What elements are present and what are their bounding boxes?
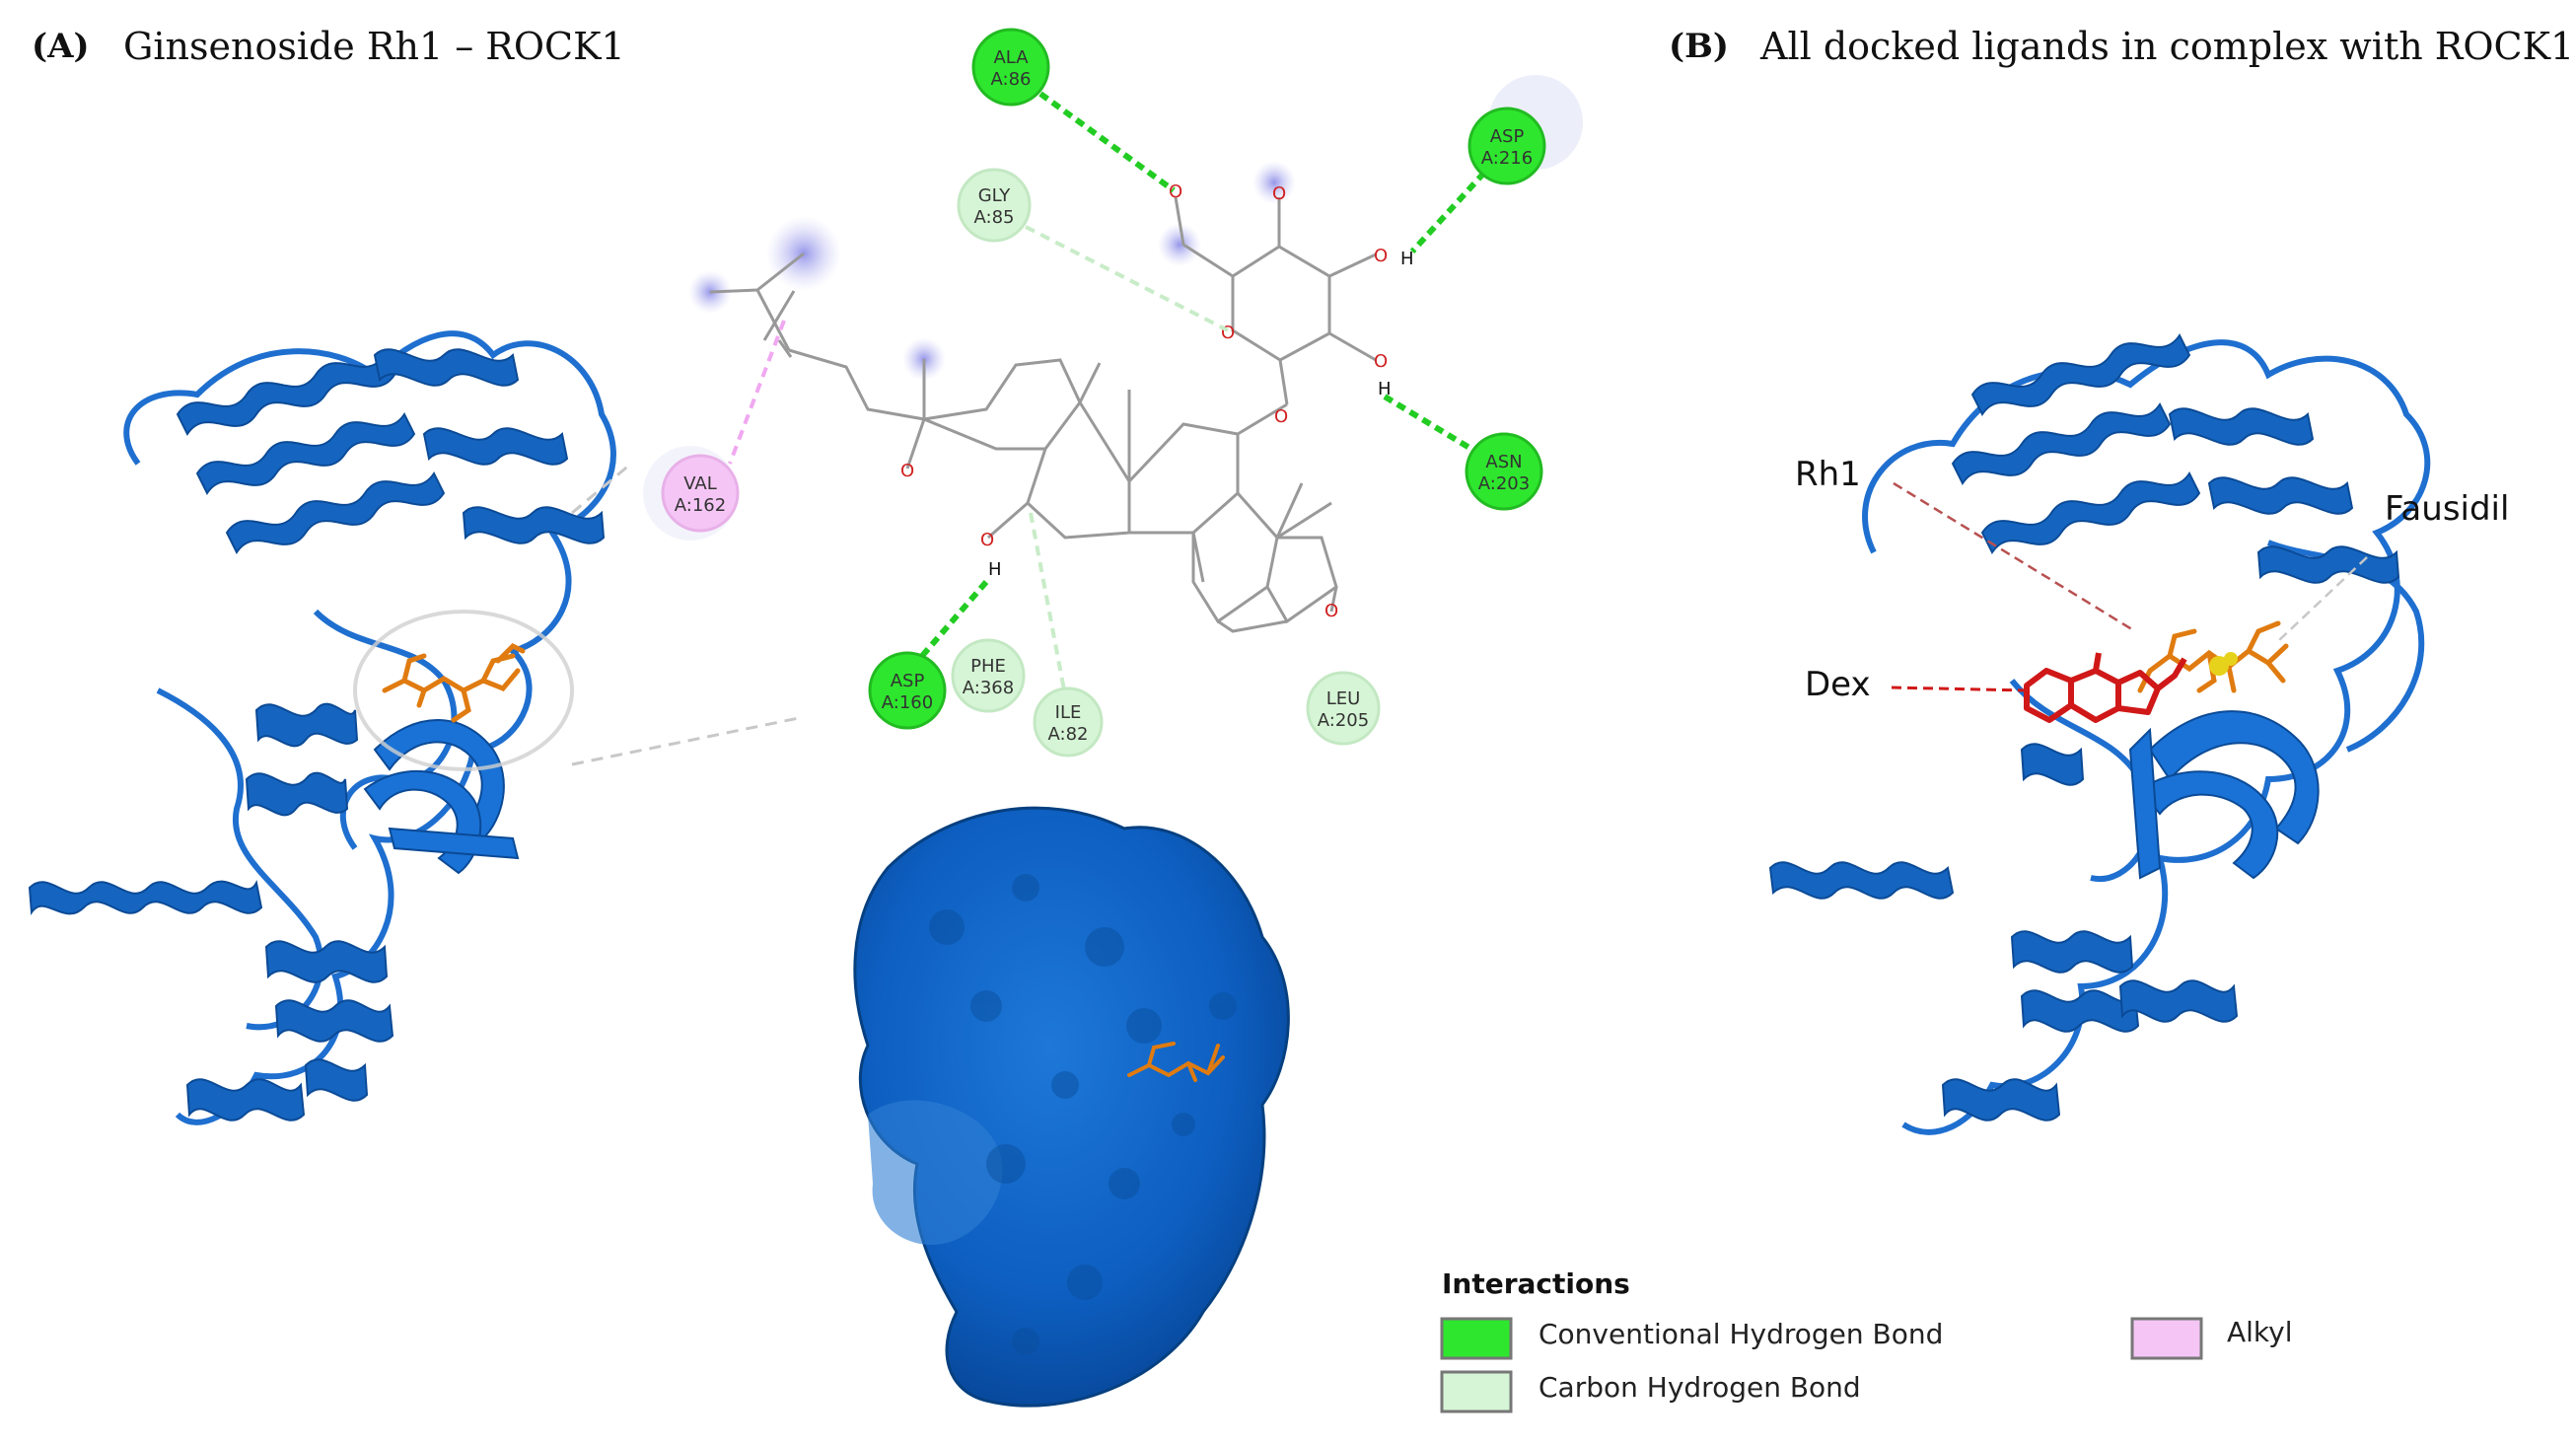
interaction-diagram-2d: O O O O O O O O O O H H H ALAA:86ASPA:21… [643,28,1583,758]
legend-label-carbon: Carbon Hydrogen Bond [1538,1371,1861,1404]
atom-o-sugar-lower: O [1374,351,1388,372]
atom-o-sidechain: O [900,461,914,481]
atom-o-sugar-ch2: O [1169,181,1182,202]
legend-label-conventional: Conventional Hydrogen Bond [1538,1318,1943,1350]
residue-name: ASP [1490,126,1525,147]
interactions-legend: Interactions Conventional Hydrogen Bond … [1440,1267,2293,1413]
residue-number: A:82 [1048,724,1089,745]
residue-name: VAL [683,473,717,494]
legend-label-alkyl: Alkyl [2227,1316,2293,1348]
atom-o-ring-a: O [1324,601,1338,621]
residue-disc [1306,671,1381,746]
legend-swatch-alkyl [2130,1317,2203,1360]
residue-number: A:86 [991,69,1032,90]
atom-o-sugar-right: O [1374,246,1388,266]
residue-name: ASN [1485,452,1522,472]
residue-name: ALA [993,47,1029,68]
residue-disc [971,28,1050,107]
dex-label: Dex [1805,665,1871,704]
atom-o-glycoside: O [1274,406,1288,427]
residue-disc [957,168,1032,243]
residue-number: A:160 [882,692,933,713]
bond-val162 [728,320,786,465]
bond-ile82 [1029,512,1067,696]
rh1-label: Rh1 [1795,455,1861,494]
rock1-ribbon-structure-a [28,330,616,1125]
residue-number: A:203 [1478,473,1530,494]
atom-h-asn203: H [1378,379,1392,399]
bond-asp216 [1409,170,1487,254]
atom-h-asp216: H [1400,249,1414,269]
legend-swatch-carbon [1440,1370,1513,1413]
residue-disc [1467,107,1546,185]
panel-b-title: All docked ligands in complex with ROCK1 [1759,25,2574,68]
fausidil-label: Fausidil [2385,489,2509,529]
bond-ala86 [1038,91,1176,193]
atom-o-sugar-ring: O [1221,323,1235,343]
callout-line-lower [571,716,800,766]
legend-swatch-conventional [1440,1317,1513,1360]
residue-disc [661,454,740,533]
residue-number: A:368 [963,678,1014,698]
residue-disc [868,651,947,730]
fausidil-callout-line [2277,556,2368,642]
bond-asp160 [919,580,989,658]
residue-disc [1033,687,1104,758]
panel-a-letter: (A) [32,27,90,66]
rock1-surface-structure [853,806,1290,1408]
callout-line-upper [571,462,632,515]
dex-callout-line [1891,686,2028,692]
panel-b-letter: (B) [1669,27,1729,66]
residue-number: A:85 [974,207,1015,228]
residue-name: ILE [1055,702,1082,723]
bond-gly85 [1025,225,1229,332]
residue-number: A:205 [1318,710,1369,731]
residue-name: GLY [978,185,1012,206]
panel-a-title: Ginsenoside Rh1 – ROCK1 [123,25,625,68]
residue-number: A:216 [1481,148,1533,169]
residue-disc [1465,432,1543,511]
residue-name: PHE [970,656,1006,677]
residue-disc [951,638,1026,713]
atom-o-sugar-top: O [1272,183,1286,204]
atom-o-ring-c: O [980,530,994,550]
bond-asn203 [1383,394,1481,457]
residue-number: A:162 [675,495,726,516]
residue-name: LEU [1326,688,1361,709]
rock1-ribbon-structure-b [1768,333,2431,1135]
residue-name: ASP [891,671,925,691]
legend-title: Interactions [1442,1267,1630,1300]
atom-h-asp160: H [988,559,1002,580]
